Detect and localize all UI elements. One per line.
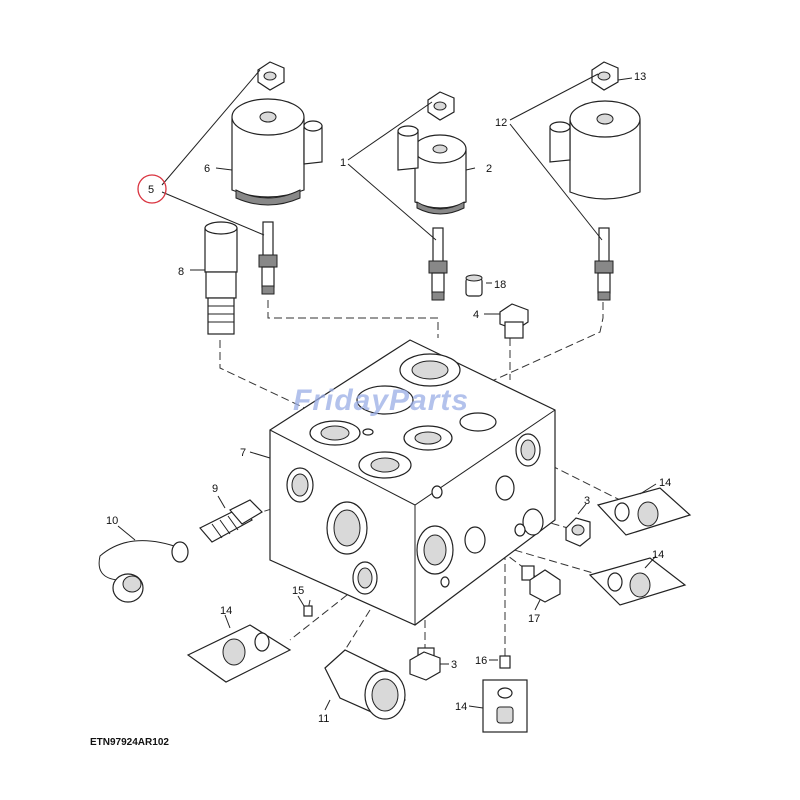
leader-lines <box>117 69 657 711</box>
callout-3-right: 3 <box>584 495 590 507</box>
seal-kit-box-bottom <box>482 679 528 733</box>
fitting-18 <box>465 274 483 297</box>
cartridge-valve-center <box>428 227 448 301</box>
callout-17: 17 <box>528 613 540 625</box>
valve-block <box>269 339 556 626</box>
callout-18: 18 <box>494 279 506 291</box>
dust-cap-10 <box>98 540 189 603</box>
callout-5: 5 <box>148 184 154 196</box>
relief-valve <box>204 221 238 335</box>
callout-labels: 1 2 3 3 4 5 6 7 8 9 10 11 12 13 14 14 14… <box>106 71 671 725</box>
drawing-code: ETN97924AR102 <box>90 737 169 748</box>
callout-6: 6 <box>204 163 210 175</box>
callout-9: 9 <box>212 483 218 495</box>
plug-3-bottom <box>409 647 441 681</box>
callout-14-right-top: 14 <box>659 477 671 489</box>
watermark-text: FridayParts <box>293 384 469 417</box>
callout-14-right-bottom: 14 <box>652 549 664 561</box>
solenoid-coil-right <box>549 61 641 200</box>
solenoid-coil-center <box>397 91 467 215</box>
solenoid-coil-left <box>231 61 323 206</box>
fitting-11 <box>324 649 406 720</box>
callout-7: 7 <box>240 447 246 459</box>
callout-16: 16 <box>475 655 487 667</box>
cartridge-valve-left <box>258 221 278 295</box>
cartridge-valve-right <box>594 227 614 301</box>
callout-13: 13 <box>634 71 646 83</box>
callout-15: 15 <box>292 585 304 597</box>
plug-17 <box>521 565 561 603</box>
seal-kit-box-right-top <box>596 487 692 536</box>
orifice-15 <box>303 605 313 617</box>
callout-2: 2 <box>486 163 492 175</box>
callout-5-highlight-circle <box>137 174 167 204</box>
callout-14-bottom: 14 <box>455 701 467 713</box>
plug-4 <box>499 303 529 339</box>
seal-kit-box-left <box>186 624 292 683</box>
callout-8: 8 <box>178 266 184 278</box>
callout-3-bottom: 3 <box>451 659 457 671</box>
callout-14-left: 14 <box>220 605 232 617</box>
orifice-16 <box>499 655 511 669</box>
callout-10: 10 <box>106 515 118 527</box>
callout-11: 11 <box>318 713 329 725</box>
seal-kit-box-right-bottom <box>588 557 687 606</box>
callout-12: 12 <box>495 117 507 129</box>
adapter-fitting-9 <box>199 499 263 543</box>
callout-1: 1 <box>340 157 346 169</box>
callout-4: 4 <box>473 309 479 321</box>
plug-3-right <box>565 517 591 547</box>
